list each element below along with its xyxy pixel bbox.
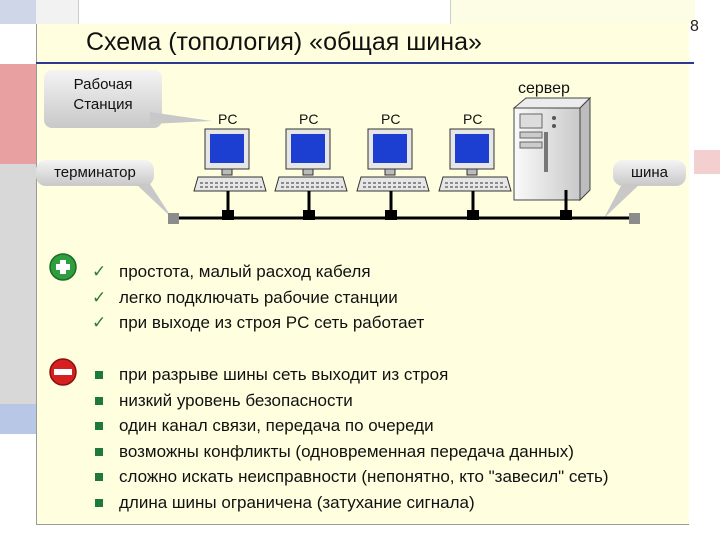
check-icon: ✓	[92, 313, 107, 332]
workstation-4	[438, 128, 512, 220]
square-bullet-icon	[95, 447, 103, 456]
disadvantages-list: при разрыве шины сеть выходит из строя н…	[92, 362, 609, 515]
square-bullet-icon	[95, 371, 103, 379]
advantage-text: легко подключать рабочие станции	[119, 287, 398, 307]
check-icon: ✓	[92, 262, 107, 281]
advantage-text: при выходе из строя PC сеть работает	[119, 313, 425, 332]
terminator-left	[168, 213, 179, 224]
title-underline	[36, 62, 694, 64]
list-item: один канал связи, передача по очереди	[92, 413, 609, 439]
workstation-1	[193, 128, 267, 220]
minus-icon	[49, 358, 77, 386]
pc-label-2: PC	[299, 111, 319, 127]
list-item: возможны конфликты (одновременная переда…	[92, 439, 609, 465]
terminator-label: терминатор	[54, 164, 136, 181]
advantages-list: ✓ простота, малый расход кабеля ✓ легко по…	[92, 259, 424, 336]
square-bullet-icon	[95, 473, 103, 481]
list-item: низкий уровень безопасности	[92, 388, 609, 414]
workstation-2	[274, 128, 348, 220]
decor-block-left-3	[0, 404, 36, 434]
decor-block-left	[0, 64, 36, 164]
plus-icon	[49, 253, 77, 281]
workstation-3	[356, 128, 430, 220]
pc-label-3: PC	[381, 111, 401, 127]
decor-block-top	[36, 0, 79, 24]
decor-block-top-left	[0, 0, 36, 24]
list-item: сложно искать неисправности (непонятно, …	[92, 464, 609, 490]
disadvantage-text: низкий уровень безопасности	[119, 390, 353, 410]
decor-block-top-right	[450, 0, 695, 24]
disadvantage-text: при разрыве шины сеть выходит из строя	[119, 365, 449, 384]
decor-block-right	[694, 150, 720, 174]
pc-label-1: PC	[218, 111, 238, 127]
list-item: при разрыве шины сеть выходит из строя	[92, 362, 609, 388]
bus-callout	[604, 160, 686, 218]
list-item: ✓ при выходе из строя PC сеть работает	[92, 310, 424, 336]
square-bullet-icon	[95, 396, 103, 405]
disadvantage-text: сложно искать неисправности (непонятно, …	[119, 467, 609, 486]
workstation-callout-line-1: Рабочая	[73, 76, 133, 93]
disadvantage-text: возможны конфликты (одновременная переда…	[119, 441, 574, 461]
list-item: ✓ легко подключать рабочие станции	[92, 285, 424, 311]
terminator-callout	[36, 160, 172, 218]
workstation-callout	[44, 70, 212, 128]
server	[512, 96, 592, 220]
page-number: 8	[690, 18, 699, 35]
decor-block-left-2	[0, 164, 36, 404]
disadvantage-text: длина шины ограничена (затухание сигнала…	[119, 492, 475, 512]
list-item: ✓ простота, малый расход кабеля	[92, 259, 424, 285]
terminator-right	[629, 213, 640, 224]
server-label: сервер	[518, 80, 570, 97]
bus-label: шина	[630, 164, 669, 181]
advantage-text: простота, малый расход кабеля	[119, 262, 371, 281]
slide-title: Схема (топология) «общая шина»	[86, 28, 482, 56]
square-bullet-icon	[95, 498, 103, 507]
check-icon: ✓	[92, 287, 107, 307]
workstation-callout-text: Рабочая Станция	[52, 75, 154, 115]
list-item: длина шины ограничена (затухание сигнала…	[92, 490, 609, 516]
workstation-callout-line-2: Станция	[73, 96, 133, 113]
pc-label-4: PC	[463, 111, 483, 127]
square-bullet-icon	[95, 422, 103, 430]
disadvantage-text: один канал связи, передача по очереди	[119, 416, 434, 435]
